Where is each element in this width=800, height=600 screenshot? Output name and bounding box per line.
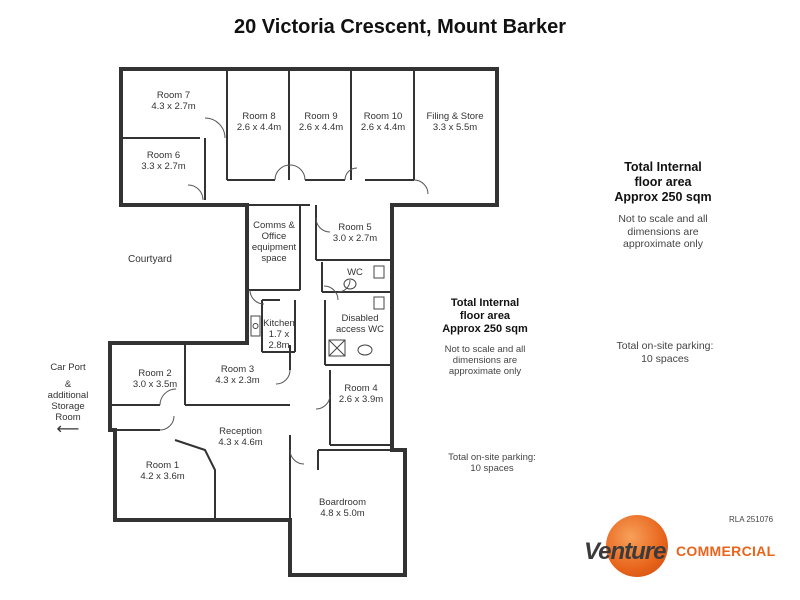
area-note-right: Total Internal floor area Approx 250 sqm… xyxy=(614,160,712,250)
parking-note-inside: Total on-site parking: 10 spaces xyxy=(448,452,536,474)
logo-commercial-text: COMMERCIAL xyxy=(676,543,776,559)
wall xyxy=(174,439,216,518)
area-note-inside: Total Internal floor area Approx 250 sqm… xyxy=(442,297,528,377)
logo-circle-icon xyxy=(606,515,668,577)
venture-commercial-logo: Venture COMMERCIAL xyxy=(584,512,784,582)
parking-note-right: Total on-site parking: 10 spaces xyxy=(616,340,714,365)
carport-arrow-icon: ⟵ xyxy=(56,421,80,438)
page-title: 20 Victoria Crescent, Mount Barker xyxy=(234,16,566,38)
courtyard-label: Courtyard xyxy=(128,254,172,265)
logo-venture-text: Venture xyxy=(584,538,666,565)
rla-number: RLA 251076 xyxy=(729,515,774,524)
wc-label: WC xyxy=(347,267,363,278)
